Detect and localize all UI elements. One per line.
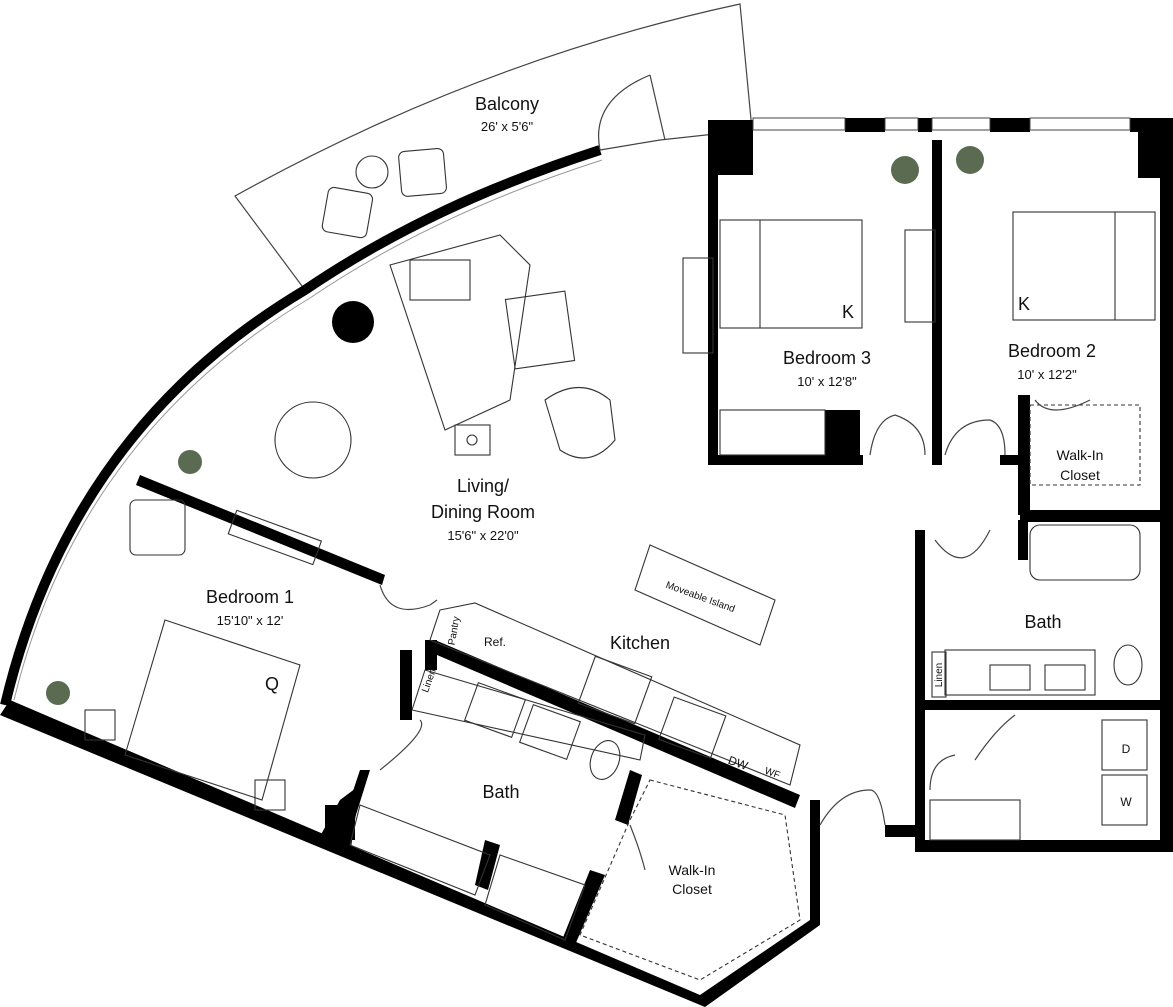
plants	[46, 146, 984, 705]
doors	[379, 74, 1091, 871]
bedroom3-dims: 10' x 12'8"	[797, 374, 857, 389]
furniture	[84, 148, 1156, 981]
bath-main-label: Bath	[482, 782, 520, 802]
curved-exterior-wall	[0, 145, 603, 707]
bedroom1-label: Bedroom 1	[205, 587, 295, 607]
walkin-right-label-line1: Walk-In	[1056, 447, 1104, 463]
bedroom1-dims: 15'10" x 12'	[216, 613, 284, 628]
balcony-label: Balcony	[474, 94, 540, 114]
bedroom1-bed-size: Q	[264, 674, 280, 694]
bath-right-label: Bath	[1024, 612, 1062, 632]
walkin-left-label-line1: Walk-In	[668, 862, 716, 878]
walkin-left-label-line2: Closet	[672, 881, 712, 897]
walkin-right-label-line2: Closet	[1060, 467, 1100, 483]
interior-walls	[136, 475, 800, 945]
bedroom2-label: Bedroom 2	[1007, 341, 1097, 361]
living-label-line2: Dining Room	[430, 502, 536, 522]
exterior-walls	[0, 118, 1173, 1007]
bedroom3-label: Bedroom 3	[782, 348, 872, 368]
washer-label: W	[1120, 795, 1132, 809]
bedroom2-dims: 10' x 12'2"	[1017, 367, 1077, 382]
living-dims: 15'6" x 22'0"	[447, 528, 519, 543]
bedroom2-bed-size: K	[1017, 294, 1031, 314]
living-label-line1: Living/	[456, 476, 510, 496]
kitchen-label: Kitchen	[609, 633, 671, 653]
pillars	[332, 301, 374, 343]
linen-bath-label: Linen	[934, 662, 945, 688]
top-windows	[752, 117, 1131, 131]
balcony-outline	[234, 3, 753, 291]
ref-label: Ref.	[483, 635, 507, 649]
bedroom3-bed-size: K	[841, 302, 855, 322]
dryer-label: D	[1121, 742, 1131, 756]
balcony-dims: 26' x 5'6"	[480, 119, 534, 134]
